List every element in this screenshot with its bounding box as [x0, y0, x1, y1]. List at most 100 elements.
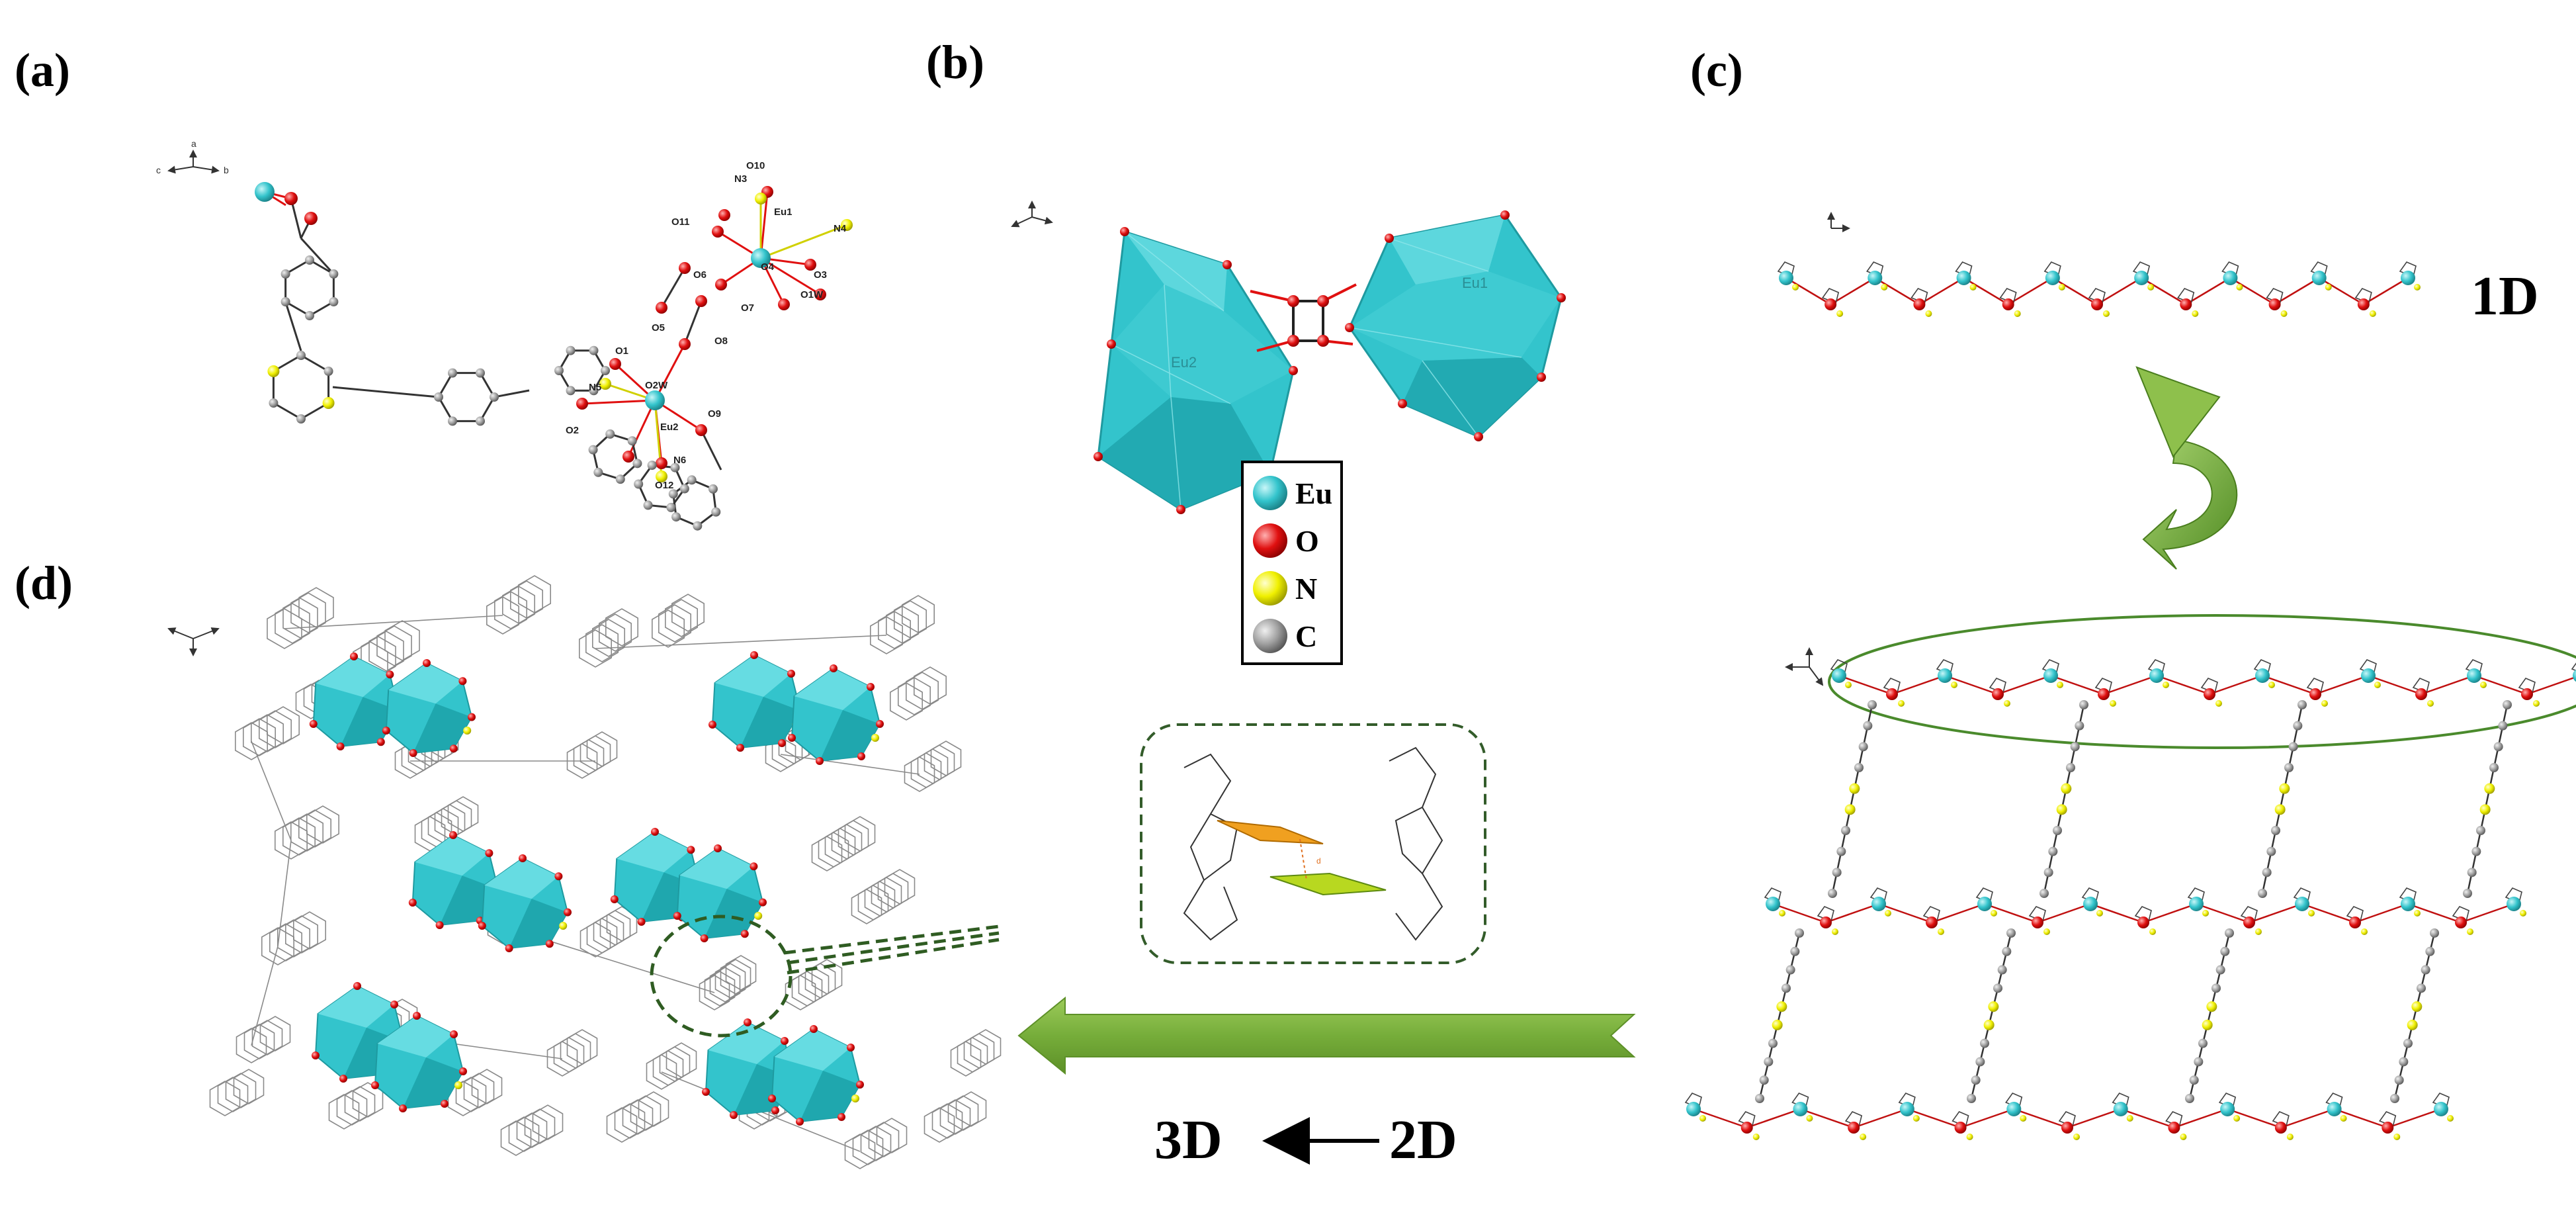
pillar-atom — [1795, 928, 1804, 938]
o-atom — [576, 398, 588, 410]
pillar-atom — [2489, 763, 2499, 772]
chain-oxygen — [1825, 298, 1837, 310]
chain-europium — [1686, 1102, 1701, 1116]
polyhedron-vertex — [390, 1001, 398, 1008]
chain-nitrogen — [2308, 910, 2315, 917]
eu-atom — [255, 182, 275, 202]
chain-nitrogen — [1792, 284, 1799, 291]
pillar-atom — [2274, 804, 2286, 815]
pillar-atom — [2293, 721, 2303, 731]
polyhedron-face — [316, 656, 390, 697]
atom — [601, 366, 610, 375]
atom — [296, 351, 306, 360]
atom — [329, 269, 339, 279]
vertex-atom — [1345, 323, 1354, 332]
axis-b-label: b — [224, 165, 229, 175]
atom — [671, 512, 681, 522]
o-atom — [804, 259, 816, 271]
pillar-atom — [2066, 763, 2075, 772]
chain-oxygen — [1926, 917, 1938, 928]
vertex-atom — [1500, 210, 1510, 220]
pillar-atom — [2266, 846, 2276, 856]
pillar-atom — [2463, 889, 2472, 898]
pillar-atom — [1975, 1057, 1985, 1067]
chain-nitrogen — [1779, 910, 1785, 917]
chain-oxygen — [2243, 917, 2255, 928]
vertex-atom — [1120, 227, 1129, 236]
n-atom — [841, 219, 853, 231]
polyhedron-vertex — [441, 1100, 449, 1108]
chain-oxygen — [1992, 688, 2004, 700]
pillar-atom — [1759, 1075, 1769, 1085]
polyhedron-face — [708, 1022, 785, 1064]
chain-europium — [2223, 271, 2238, 285]
polyhedron-vertex — [788, 734, 796, 742]
pillar-atom — [2407, 1019, 2418, 1030]
chain-nitrogen — [2126, 1115, 2133, 1122]
panel-c-chain-and-layer: 1D — [1684, 212, 2576, 1140]
vertex-atom — [1289, 366, 1298, 375]
legend-label-c: C — [1295, 619, 1317, 653]
chain-nitrogen — [1845, 682, 1852, 688]
chain-europium — [1793, 1102, 1808, 1116]
vertex-atom — [1398, 399, 1407, 408]
polyhedron-nitrogen — [851, 1095, 859, 1102]
polyhedron-vertex — [399, 1104, 407, 1112]
atom — [476, 368, 485, 378]
polyhedron-face — [340, 697, 399, 746]
chain-oxygen — [2137, 917, 2149, 928]
pillar-atom — [1863, 721, 1873, 731]
pillar-atom — [2202, 1019, 2213, 1030]
atom — [627, 436, 637, 446]
chain-nitrogen — [2233, 1115, 2241, 1122]
chain-nitrogen — [2202, 910, 2209, 917]
polyhedron-vertex — [350, 652, 358, 660]
atom — [632, 459, 642, 469]
chain-nitrogen — [2361, 928, 2368, 935]
pillar-atom — [2220, 946, 2230, 956]
polyhedron-vertex — [386, 670, 394, 679]
chain-nitrogen — [2215, 700, 2222, 707]
polyhedron-face — [679, 848, 754, 889]
polyhedron-face — [740, 697, 800, 748]
pillar-atom — [2215, 965, 2225, 975]
pillar-atom — [1967, 1094, 1976, 1103]
chain-nitrogen — [2236, 284, 2243, 291]
pillar-atom — [2225, 928, 2234, 938]
o-atom — [814, 289, 826, 300]
polyhedron-vertex — [708, 721, 716, 729]
pillar-atom — [2493, 742, 2503, 752]
chain-europium — [1779, 271, 1793, 285]
one-d-chain — [1777, 261, 2421, 317]
polyhedron-vertex — [409, 749, 417, 757]
chain-europium — [2149, 668, 2164, 683]
pillar-atom — [2484, 783, 2495, 794]
polyhedron-vertex — [816, 757, 824, 765]
polyhedron-vertex — [787, 670, 795, 678]
pillar-atom — [1988, 1001, 1999, 1012]
vertex-atom — [1287, 295, 1299, 307]
panel-label-a: (a) — [15, 44, 70, 97]
polyhedron-vertex — [830, 664, 837, 672]
polyhedron-vertex — [700, 934, 708, 942]
chain-nitrogen — [2058, 284, 2065, 291]
chain-oxygen — [2455, 917, 2467, 928]
atom — [476, 416, 485, 426]
o-atom — [284, 192, 298, 205]
chain-nitrogen — [2180, 1134, 2187, 1140]
chain-nitrogen — [2447, 1115, 2454, 1122]
pillar-atom — [1785, 965, 1795, 975]
polyhedron-vertex — [768, 1095, 776, 1102]
oxalate-bridge — [1250, 283, 1357, 352]
chain-nitrogen — [2374, 682, 2381, 688]
vertex-atom — [1317, 295, 1329, 307]
pillar-atom — [2206, 1001, 2217, 1012]
chain-nitrogen — [2147, 284, 2155, 291]
o-atom — [695, 295, 707, 307]
chain-europium — [2295, 897, 2309, 911]
polyhedron-vertex — [837, 1113, 845, 1121]
pillar-atom — [2476, 826, 2485, 835]
polyhedron-vertex — [468, 713, 476, 721]
pillar-atom — [2211, 983, 2221, 993]
pillar-atom — [2061, 783, 2072, 794]
